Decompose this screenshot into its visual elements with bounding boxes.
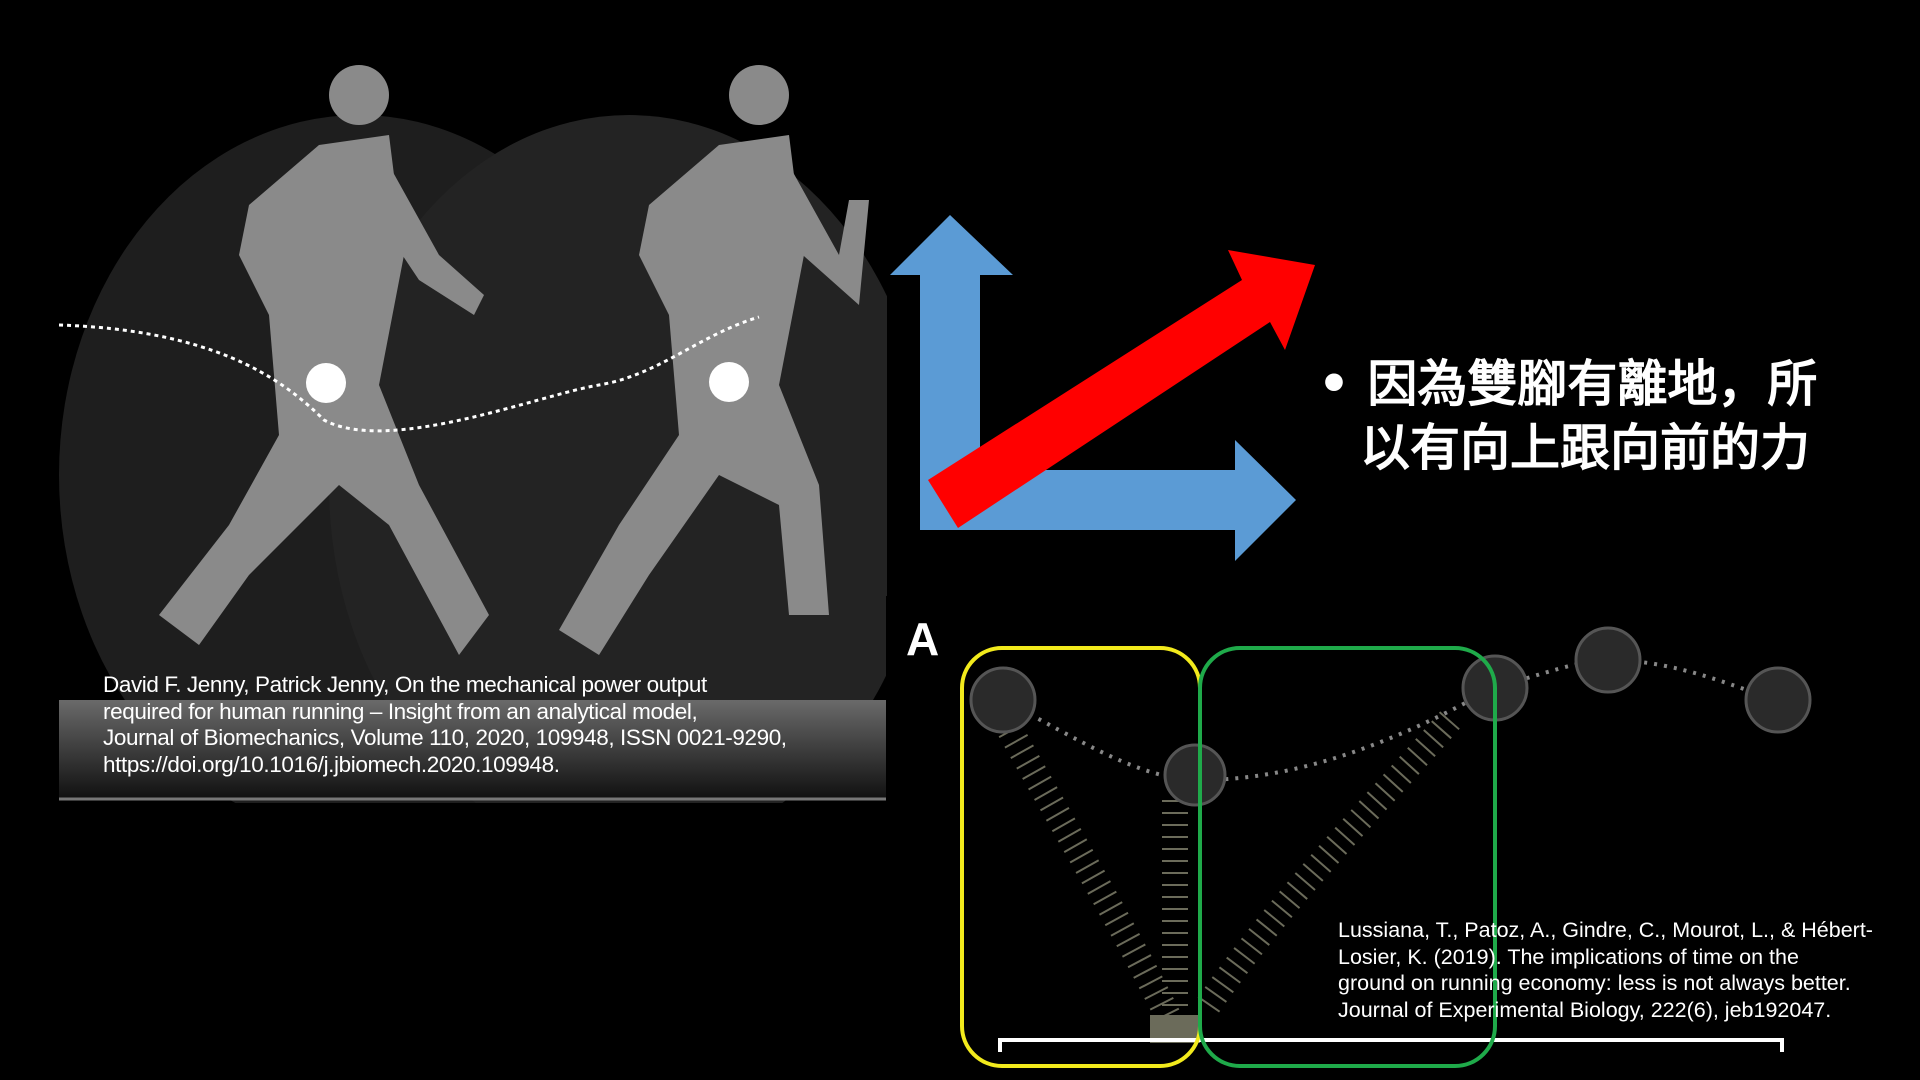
spring-coils [998,711,1460,1026]
bullet-line-1: 因為雙腳有離地，所 [1367,355,1818,413]
time-bracket [998,1038,1784,1052]
forward-arrow-icon [920,440,1296,561]
citation-jenny: David F. Jenny, Patrick Jenny, On the me… [103,672,787,778]
citation-lussiana: Lussiana, T., Patoz, A., Gindre, C., Mou… [1338,917,1873,1023]
citation-line: Losier, K. (2019). The implications of t… [1338,944,1799,969]
bullet-point: • 因為雙腳有離地，所 以有向上跟向前的力 [1318,352,1817,480]
citation-line: Journal of Experimental Biology, 222(6),… [1338,997,1832,1022]
figure-panel-label: A [906,613,940,665]
spring-mass-model-figure [886,596,1920,1080]
citation-line: Lussiana, T., Patoz, A., Gindre, C., Mou… [1338,918,1873,942]
flight-phase-highlight [1198,646,1497,1068]
citation-line: ground on running economy: less is not a… [1338,971,1851,995]
citation-line: Journal of Biomechanics, Volume 110, 202… [103,725,787,750]
citation-line: required for human running – Insight fro… [103,698,698,724]
runner-silhouette-figure [59,55,887,803]
runner-silhouette-2 [559,65,869,655]
citation-line: David F. Jenny, Patrick Jenny, On the me… [103,672,707,697]
diagonal-force-arrow-icon [928,250,1315,528]
bullet-line-2: 以有向上跟向前的力 [1360,419,1810,477]
citation-line: https://doi.org/10.1016/j.jbiomech.2020.… [103,751,560,777]
upward-arrow-icon [890,215,1013,530]
center-of-mass-marker [306,363,346,403]
center-of-mass-marker [709,362,749,402]
mass-balls [969,626,1812,807]
bullet-marker: • [1318,355,1350,413]
